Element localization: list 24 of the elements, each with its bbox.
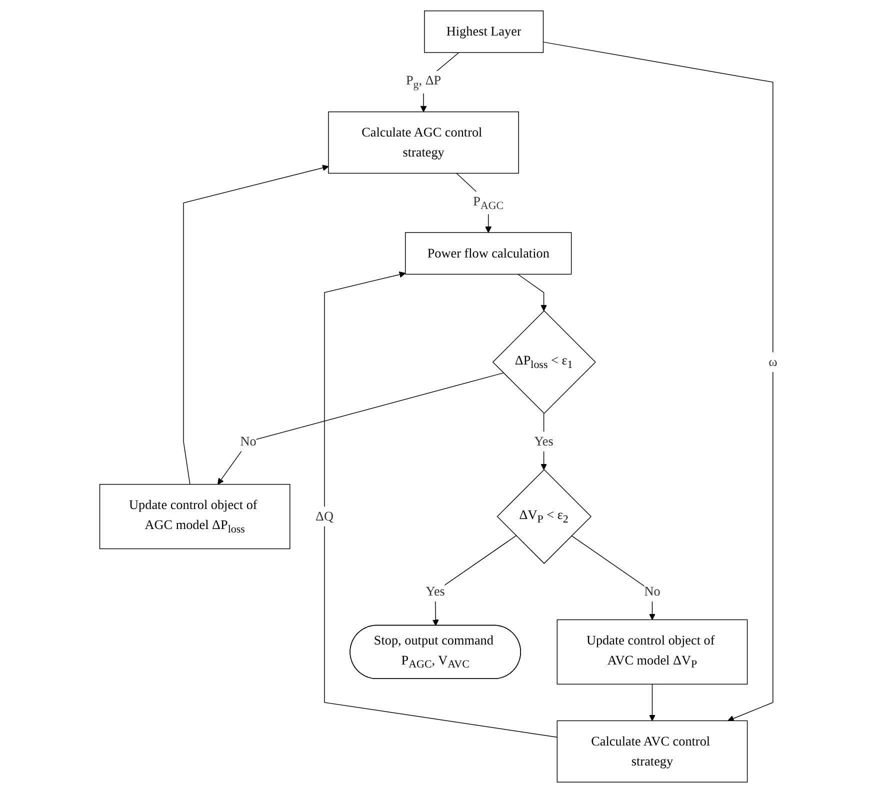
- arrow: [571, 535, 656, 620]
- edge-label: No: [644, 584, 660, 599]
- arrow: [432, 535, 516, 626]
- edge-label: P$_{g}$, ΔP: [406, 73, 442, 91]
- edge-label: Yes: [534, 434, 554, 448]
- arrow: [518, 274, 547, 312]
- arrow: [324, 271, 558, 738]
- edge-label: ω: [768, 354, 778, 370]
- node-diamond: ΔV$_{P}$ < ε$_{2}$: [496, 469, 592, 564]
- edge-label: ΔQ: [315, 508, 334, 524]
- arrow: [183, 164, 329, 485]
- edge-label: No: [240, 434, 256, 448]
- node-diamond: ΔP$_{loss}$ < ε$_{1}$: [492, 310, 596, 414]
- arrow: [649, 684, 656, 722]
- node-box: Highest Layer: [424, 10, 544, 53]
- arrow: [218, 372, 504, 485]
- node-box: Update control object of AGC model ΔP$_{loss}$: [99, 484, 290, 550]
- edge-label: Yes: [426, 584, 445, 599]
- node-box: Update control object of AVC model ΔV$_{P}$: [556, 619, 748, 685]
- node-box: Calculate AVC control strategy: [556, 720, 748, 783]
- edge-label: P$_{AGC}$: [473, 194, 504, 212]
- node-box: Calculate AGC control strategy: [328, 111, 519, 174]
- arrow: [542, 42, 774, 722]
- node-box: Power flow calculation: [405, 232, 572, 275]
